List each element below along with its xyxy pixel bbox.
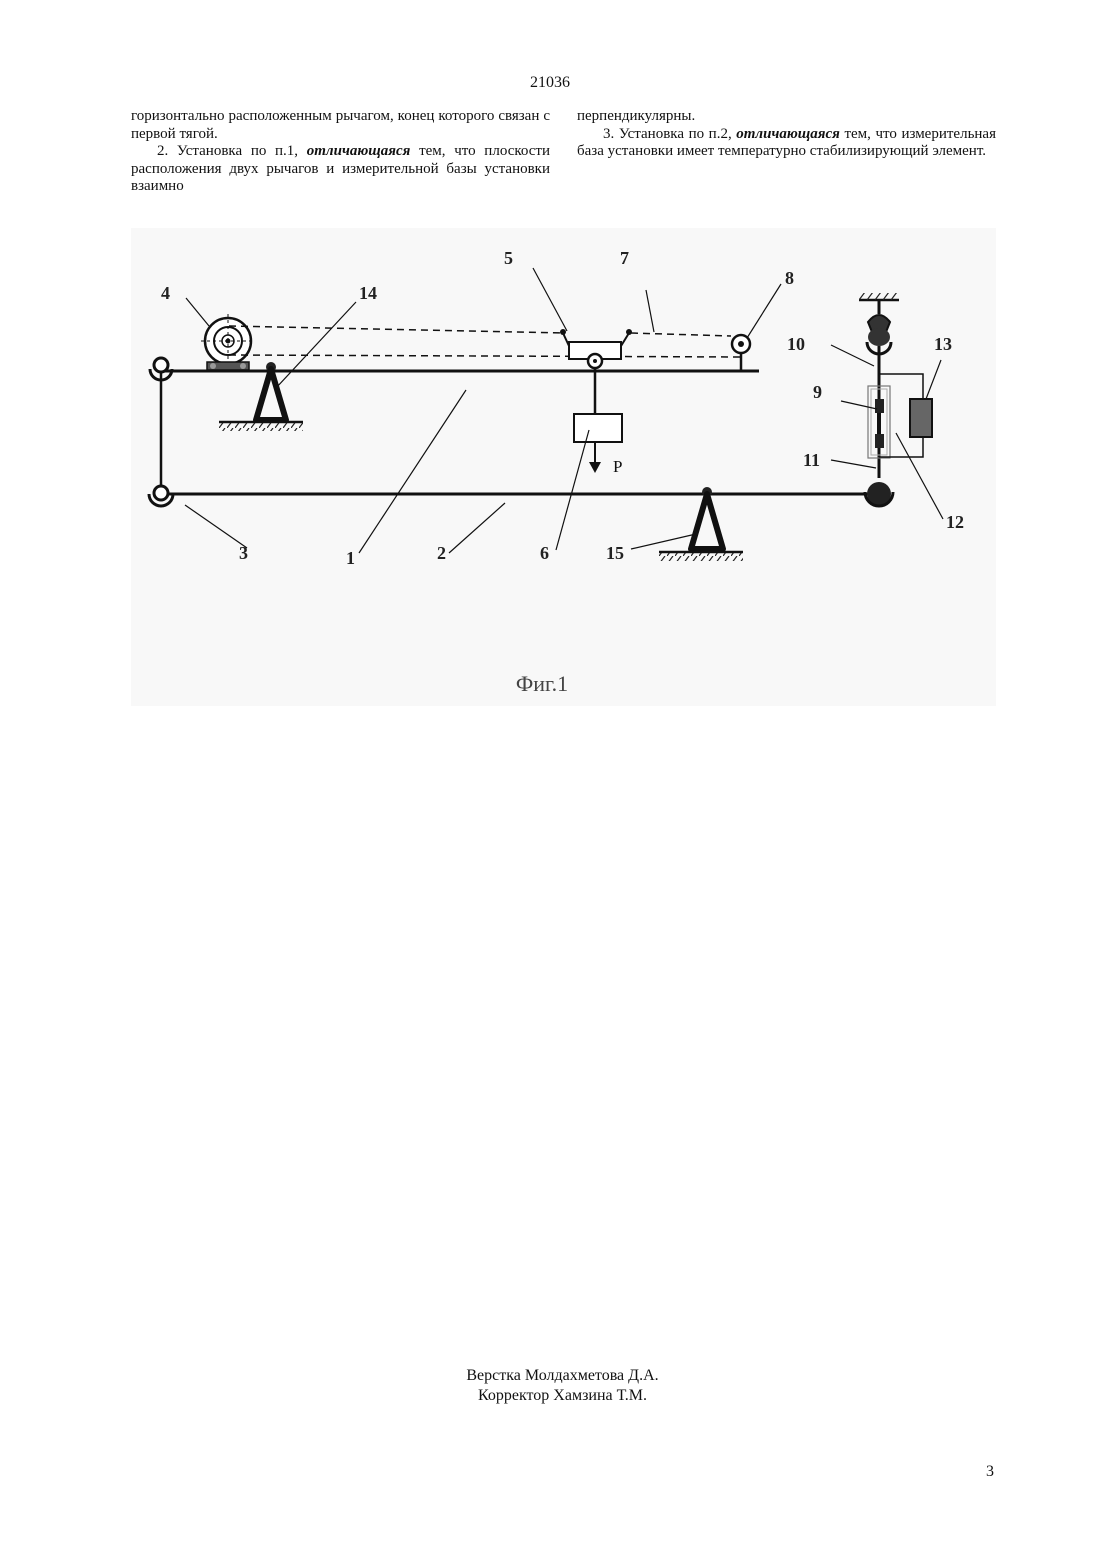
drum-pulley [201, 314, 255, 370]
label-6: 6 [540, 543, 549, 563]
label-8: 8 [785, 268, 794, 288]
end-pulley [732, 335, 750, 371]
corrector-credit: Корректор Хамзина Т.М. [0, 1386, 1100, 1406]
footer-credits: Верстка Молдахметова Д.А. Корректор Хамз… [0, 1366, 1100, 1406]
claim-2: 2. Установка по п.1, отличающаяся тем, ч… [131, 143, 550, 196]
label-4: 4 [161, 283, 170, 303]
label-5: 5 [504, 248, 513, 268]
claims-column-right: перпендикулярны. 3. Установка по п.2, от… [577, 108, 996, 161]
label-13: 13 [934, 334, 952, 354]
leader-lines [185, 268, 943, 553]
document-number: 21036 [0, 74, 1100, 92]
claim-text: перпендикулярны. [577, 108, 996, 126]
hinge-right-bottom [865, 482, 893, 506]
figure-caption: Фиг.1 [516, 671, 568, 696]
layout-credit: Верстка Молдахметова Д.А. [0, 1366, 1100, 1386]
claim-emphasis: отличающаяся [736, 126, 840, 142]
force-label: P [613, 457, 622, 476]
claim-3: 3. Установка по п.2, отличающаяся тем, ч… [577, 126, 996, 161]
label-9: 9 [813, 382, 822, 402]
label-1: 1 [346, 548, 355, 568]
apparatus-diagram: P [131, 228, 996, 706]
fulcrum-lower [659, 487, 743, 561]
label-11: 11 [803, 450, 820, 470]
label-10: 10 [787, 334, 805, 354]
page-number: 3 [986, 1463, 994, 1481]
claim-text: горизонтально расположенным рычагом, кон… [131, 108, 550, 143]
label-14: 14 [359, 283, 377, 303]
specimen [875, 399, 884, 413]
claim-emphasis: отличающаяся [307, 143, 411, 159]
label-7: 7 [620, 248, 629, 268]
cable-upper [229, 326, 563, 333]
label-15: 15 [606, 543, 624, 563]
top-support [859, 293, 899, 354]
figure-1: P [131, 228, 996, 706]
claims-column-left: горизонтально расположенным рычагом, кон… [131, 108, 550, 196]
label-3: 3 [239, 543, 248, 563]
hinge-left-bottom [149, 486, 173, 506]
cable-right [631, 333, 731, 336]
label-12: 12 [946, 512, 964, 532]
carriage [560, 329, 632, 368]
stabilizing-element [910, 399, 932, 437]
label-2: 2 [437, 543, 446, 563]
